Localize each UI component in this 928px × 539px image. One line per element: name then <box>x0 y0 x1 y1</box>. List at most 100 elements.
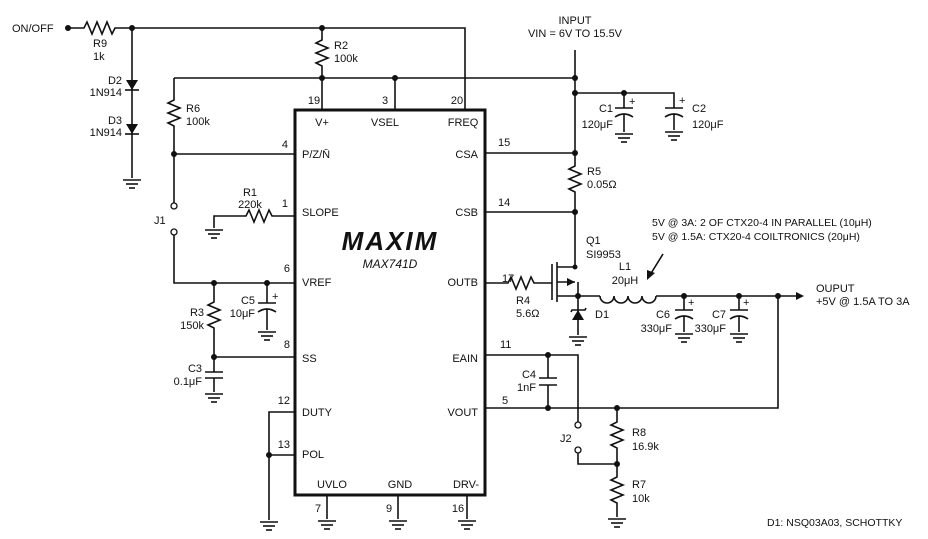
pin-name-freq: FREQ <box>448 117 479 129</box>
c7-value: 330μF <box>695 323 727 335</box>
r4-ref: R4 <box>516 295 530 307</box>
r2-ref: R2 <box>334 40 348 52</box>
pin-name-csb: CSB <box>455 207 478 219</box>
c6-ref: C6 <box>656 309 670 321</box>
diode-d3 <box>125 124 139 135</box>
capacitor-c5: + <box>257 283 278 330</box>
ground-icon <box>257 331 277 341</box>
svg-text:+: + <box>629 96 635 108</box>
pin-num-eain: 11 <box>500 339 511 351</box>
pin-num-slope: 1 <box>282 198 288 210</box>
pin-name-vplus: V+ <box>315 117 329 129</box>
d3-value: 1N914 <box>90 127 122 139</box>
ic-body <box>293 108 487 497</box>
input-range: VIN = 6V TO 15.5V <box>528 28 623 40</box>
ground-icon <box>729 333 749 343</box>
resistor-r8 <box>608 408 626 464</box>
output-label: OUPUT <box>816 283 855 295</box>
pin-num-duty: 12 <box>278 395 290 407</box>
wire-eain <box>485 354 579 422</box>
capacitor-c2: + <box>664 95 685 130</box>
capacitor-c7: + <box>729 296 749 332</box>
output-spec: +5V @ 1.5A TO 3A <box>816 296 910 308</box>
pin-num-ss: 8 <box>284 339 290 351</box>
d1-ref: D1 <box>595 309 609 321</box>
pin-name-vsel: VSEL <box>371 117 399 129</box>
svg-text:+: + <box>272 291 278 303</box>
ground-icon <box>607 518 627 528</box>
ground-icon <box>388 520 408 530</box>
pin-num-freq: 20 <box>451 95 463 107</box>
ground-icon <box>259 521 279 531</box>
pin-name-vref: VREF <box>302 277 332 289</box>
wire-duty <box>268 411 295 520</box>
mosfet-q1 <box>551 212 579 302</box>
capacitor-c1: + <box>614 93 635 132</box>
pin-name-drv: DRV- <box>453 479 479 491</box>
svg-text:+: + <box>679 95 685 107</box>
input-label: INPUT <box>559 15 592 27</box>
pin-name-pzn: P/Z/N̄ <box>302 148 330 161</box>
resistor-r9 <box>68 19 132 37</box>
note-arrow <box>649 253 664 276</box>
c2-value: 120μF <box>692 119 724 131</box>
c4-ref: C4 <box>522 369 536 381</box>
r5-ref: R5 <box>587 166 601 178</box>
resistor-r5 <box>566 153 584 212</box>
capacitor-c3 <box>205 357 223 392</box>
svg-text:+: + <box>743 297 749 309</box>
jumper-j1-pin-a[interactable] <box>170 202 178 210</box>
c5-value: 10μF <box>230 308 256 320</box>
r7-value: 10k <box>632 493 650 505</box>
inductor-l1 <box>578 295 778 304</box>
r8-ref: R8 <box>632 427 646 439</box>
c3-value: 0.1μF <box>174 376 203 388</box>
ground-icon <box>614 133 634 143</box>
jumper-j2-pin-a[interactable] <box>574 421 582 429</box>
r2-value: 100k <box>334 53 358 65</box>
r1-value: 220k <box>238 199 262 211</box>
ground-icon <box>204 393 224 403</box>
footnote: D1: NSQ03A03, SCHOTTKY <box>767 517 902 529</box>
resistor-r6 <box>165 78 183 154</box>
pin-num-drv: 16 <box>452 503 464 515</box>
note-arrowhead <box>647 270 655 280</box>
pin-name-ss: SS <box>302 353 317 365</box>
ground-icon <box>317 520 337 530</box>
c4-value: 1nF <box>517 382 536 394</box>
ground-icon <box>568 336 588 346</box>
inductor-note-2: 5V @ 1.5A: CTX20-4 COILTRONICS (20μH) <box>652 231 860 243</box>
wire-vout-feedback <box>485 296 779 409</box>
jumper-j1-pin-b[interactable] <box>170 228 178 236</box>
ic-part-number: MAX741D <box>363 257 418 271</box>
l1-value: 20μH <box>612 275 639 287</box>
c6-value: 330μF <box>641 323 673 335</box>
capacitor-c6: + <box>674 296 694 332</box>
q1-value: SI9953 <box>586 249 621 261</box>
pin-name-csa: CSA <box>455 149 478 161</box>
r9-ref: R9 <box>93 38 107 50</box>
output-arrow-icon <box>796 292 804 300</box>
pin-name-vout: VOUT <box>447 407 478 419</box>
jumper-j2-pin-b[interactable] <box>574 446 582 454</box>
pin-name-uvlo: UVLO <box>317 479 347 491</box>
pin-num-csb: 14 <box>498 197 510 209</box>
r6-ref: R6 <box>186 103 200 115</box>
pin-name-gnd: GND <box>388 479 413 491</box>
r4-value: 5.6Ω <box>516 308 540 320</box>
pin-name-slope: SLOPE <box>302 207 339 219</box>
d3-ref: D3 <box>108 115 122 127</box>
pin-num-pzn: 4 <box>282 139 288 151</box>
wire-vref <box>173 235 295 284</box>
pin-name-eain: EAIN <box>452 353 478 365</box>
resistor-r7 <box>608 464 626 517</box>
d2-ref: D2 <box>108 75 122 87</box>
diode-d2 <box>125 80 139 91</box>
pin-num-uvlo: 7 <box>315 503 321 515</box>
svg-text:+: + <box>688 297 694 309</box>
d2-value: 1N914 <box>90 87 122 99</box>
resistor-r2 <box>313 28 331 78</box>
pin-num-vout: 5 <box>502 395 508 407</box>
ground-icon <box>674 333 694 343</box>
